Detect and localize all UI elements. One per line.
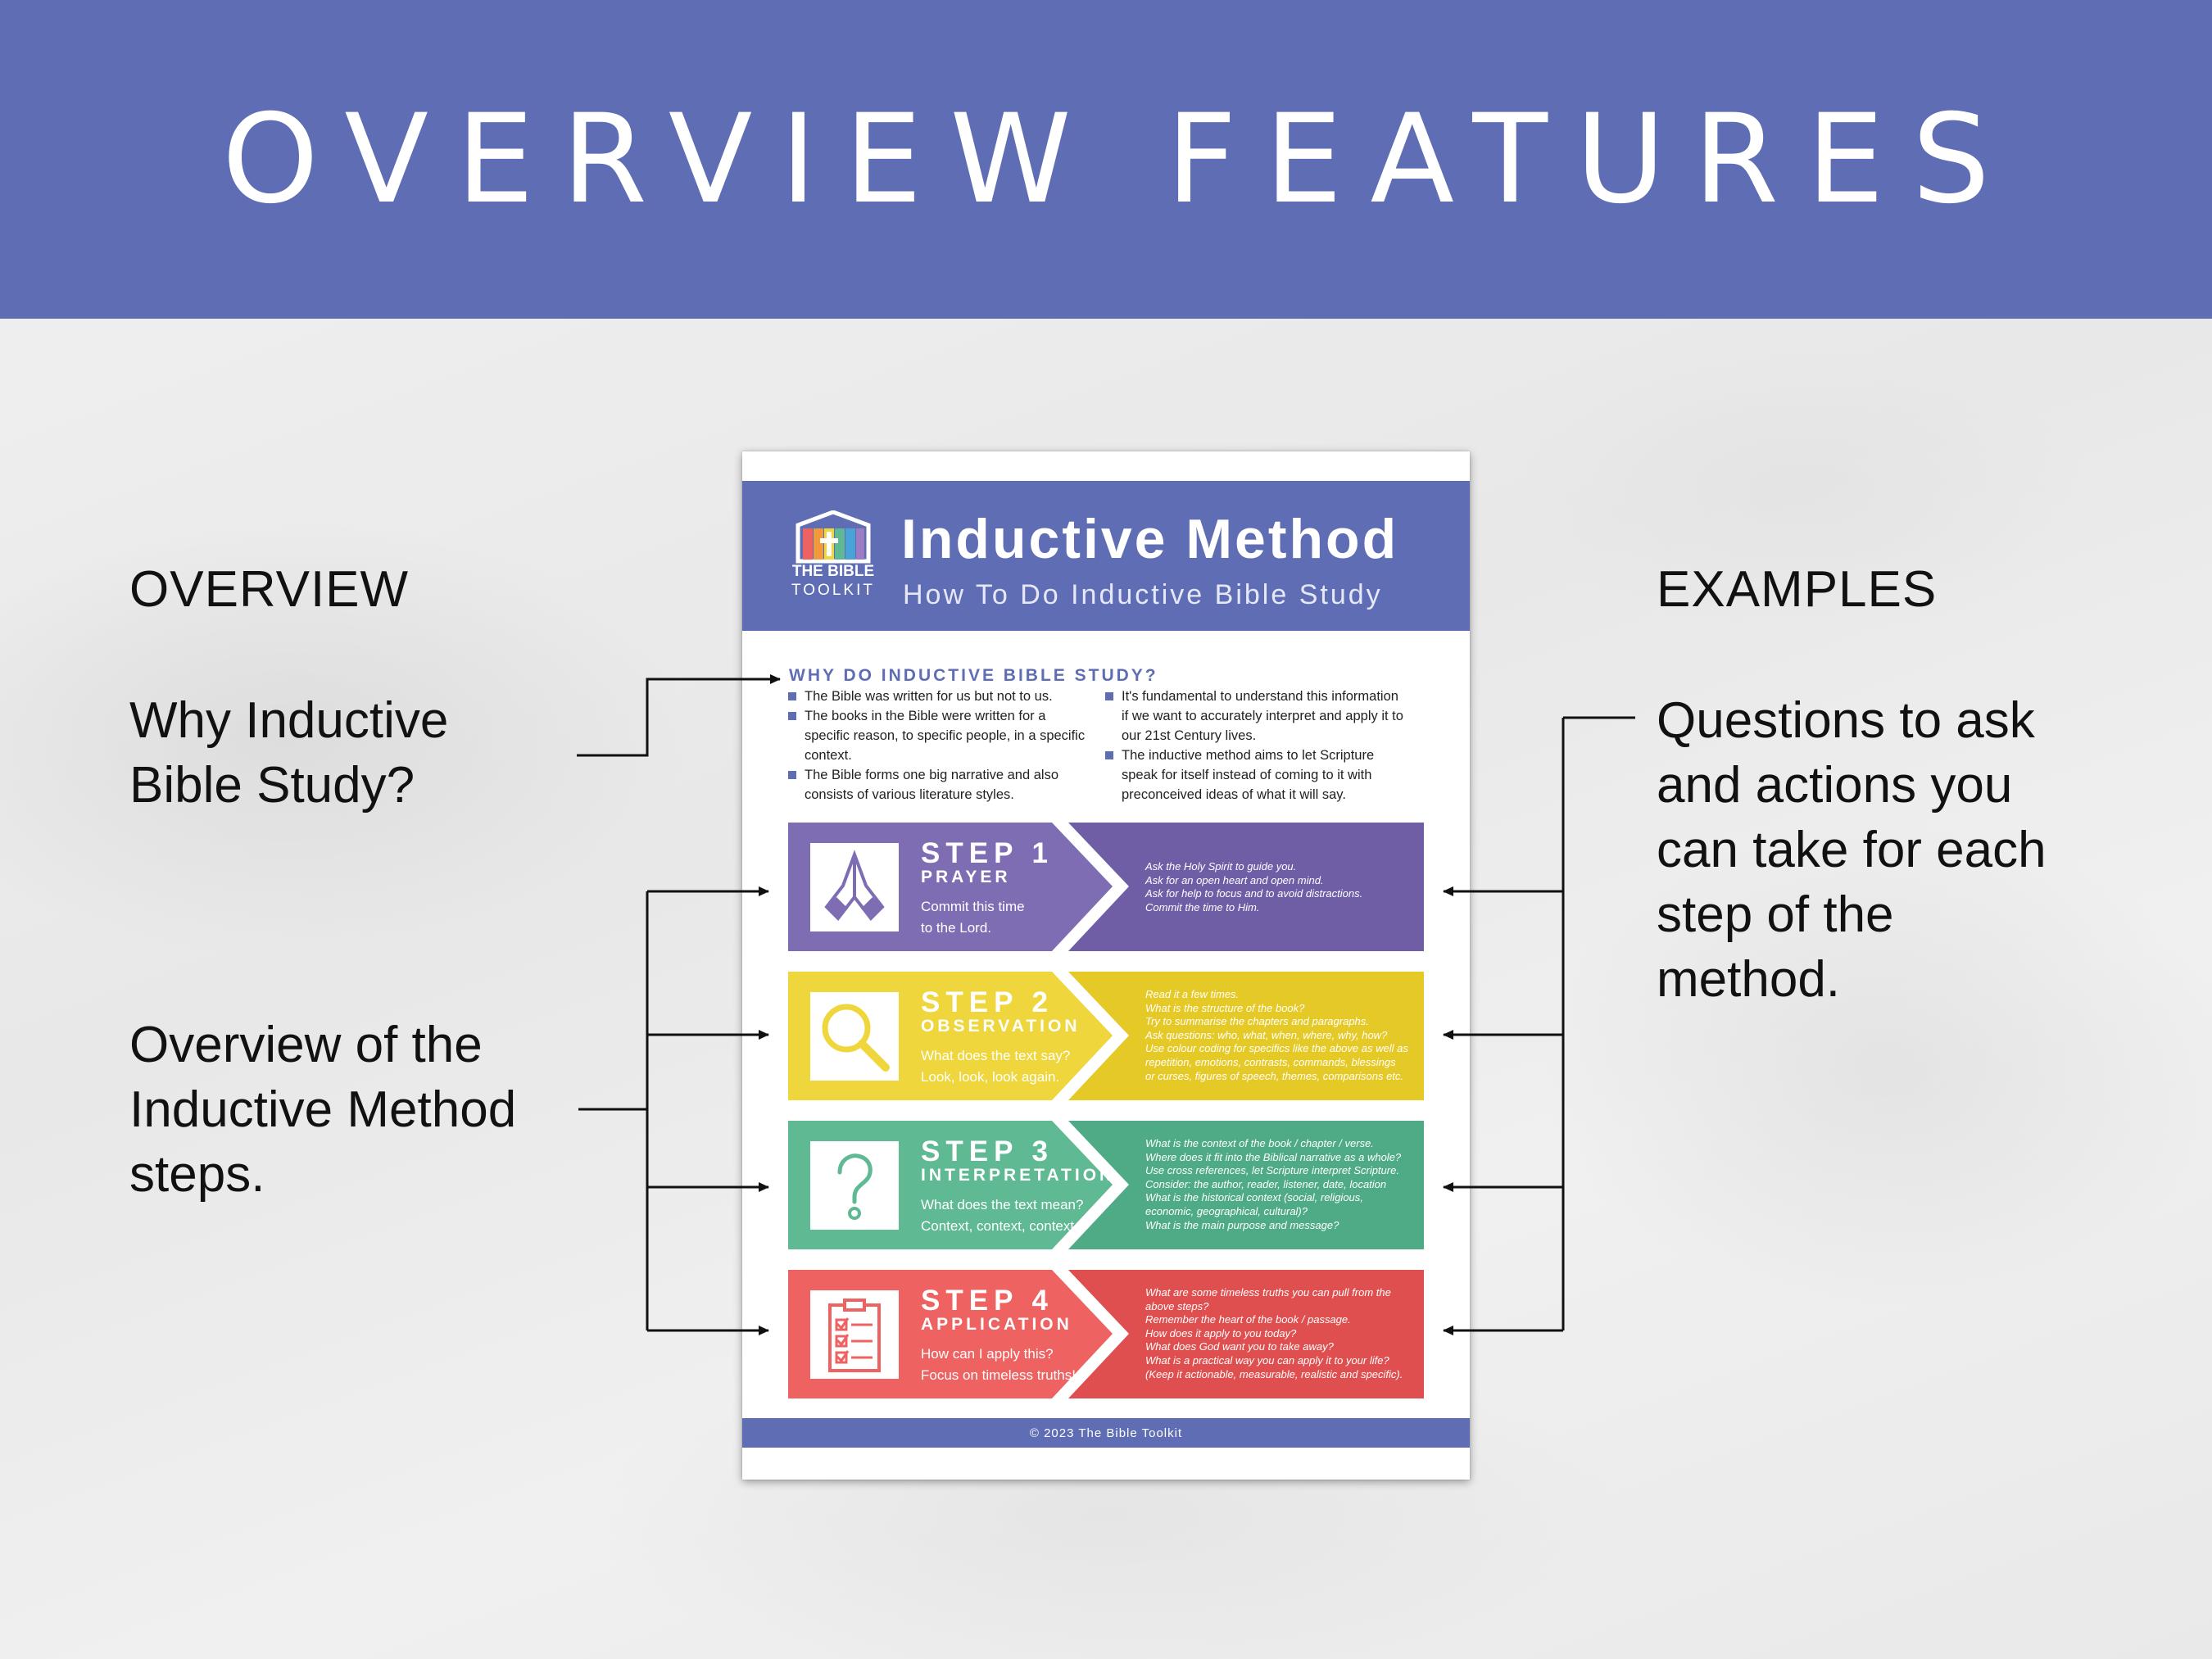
step-subtitle: Commit this time (921, 899, 1025, 914)
examples-annotation-line: method. (1657, 951, 1841, 1008)
step-icon-box (810, 843, 899, 931)
step-questions: What is the context of the book / chapte… (1145, 1137, 1416, 1232)
question-line: What is the main purpose and message? (1145, 1218, 1339, 1231)
question-line: Commit the time to Him. (1145, 900, 1260, 913)
step-number: STEP 3 (921, 1135, 1054, 1167)
question-line: What is a practical way you can apply it… (1145, 1353, 1389, 1367)
poster-footer: © 2023 The Bible Toolkit (742, 1418, 1470, 1448)
question-line: Ask for help to focus and to avoid distr… (1145, 887, 1363, 900)
steps-annotation: Overview of the Inductive Method steps. (129, 1013, 516, 1207)
question-line: Where does it fit into the Biblical narr… (1145, 1150, 1402, 1163)
question-line: repetition, emotions, contrasts, command… (1145, 1055, 1396, 1068)
step-subtitle: Focus on timeless truths! (921, 1367, 1076, 1383)
question-line: What is the context of the book / chapte… (1145, 1137, 1374, 1149)
why-bullet: The books in the Bible were written for … (786, 706, 1090, 765)
bible-toolkit-logo (796, 510, 871, 564)
poster-subtitle: How To Do Inductive Bible Study (903, 579, 1383, 610)
question-line: Ask questions: who, what, when, where, w… (1145, 1028, 1388, 1041)
step-subtitle: How can I apply this? (921, 1346, 1054, 1362)
step-questions: Ask the Holy Spirit to guide you. Ask fo… (1145, 860, 1416, 914)
step-number: STEP 2 (921, 986, 1054, 1018)
examples-annotation-line: and actions you (1657, 757, 2013, 814)
step-name: OBSERVATION (921, 1017, 1081, 1036)
logo-text-line1: THE BIBLE (791, 563, 875, 580)
why-annotation-line: Why Inductive (129, 692, 449, 749)
steps-annotation-line: Inductive Method (129, 1081, 517, 1138)
step-icon-box (810, 1141, 899, 1230)
step-subtitle: to the Lord. (921, 920, 992, 936)
magnifying-glass-icon (822, 1004, 890, 1072)
step-name: PRAYER (921, 868, 1011, 886)
why-bullet: It's fundamental to understand this info… (1104, 687, 1407, 746)
question-line: Ask the Holy Spirit to guide you. (1145, 860, 1297, 873)
step-icon-box (810, 1290, 899, 1379)
question-line: or curses, figures of speech, themes, co… (1145, 1069, 1404, 1082)
question-line: Remember the heart of the book / passage… (1145, 1313, 1351, 1326)
step-number: STEP 4 (921, 1285, 1054, 1317)
question-line: Try to summarise the chapters and paragr… (1145, 1015, 1369, 1028)
step-subtitle: Context, context, context. (921, 1218, 1078, 1234)
question-line: Use cross references, let Scripture inte… (1145, 1164, 1399, 1177)
why-column-1: The Bible was written for us but not to … (786, 687, 1090, 805)
checklist-clipboard-icon (828, 1299, 881, 1372)
why-connector (577, 674, 781, 757)
step-subtitle: Look, look, look again. (921, 1069, 1060, 1085)
step-questions: Read it a few times. What is the structu… (1145, 988, 1416, 1083)
logo-text-line2: TOOLKIT (791, 582, 875, 599)
examples-annotation-line: can take for each (1657, 822, 2047, 878)
page-title: OVERVIEW FEATURES (221, 88, 2019, 231)
step-4-card: STEP 4 APPLICATION How can I apply this?… (788, 1270, 1424, 1398)
steps-annotation-line: Overview of the (129, 1017, 483, 1073)
question-line: What does God want you to take away? (1145, 1340, 1334, 1353)
question-line: economic, geographical, cultural)? (1145, 1204, 1308, 1217)
why-annotation: Why Inductive Bible Study? (129, 688, 448, 818)
poster-title: Inductive Method (901, 508, 1399, 570)
step-name: APPLICATION (921, 1315, 1072, 1334)
why-column-2: It's fundamental to understand this info… (1104, 687, 1407, 805)
step-1-card: STEP 1 PRAYER Commit this time to the Lo… (788, 823, 1424, 951)
praying-hands-icon (824, 850, 885, 922)
step-subtitle: What does the text say? (921, 1048, 1071, 1063)
inductive-method-poster: THE BIBLE TOOLKIT Inductive Method How T… (742, 451, 1470, 1480)
header-banner: OVERVIEW FEATURES (0, 0, 2212, 319)
question-line: What is the structure of the book? (1145, 1001, 1305, 1014)
question-line: Use colour coding for specifics like the… (1145, 1042, 1408, 1055)
why-bullet: The Bible forms one big narrative and al… (786, 765, 1090, 805)
question-line: How does it apply to you today? (1145, 1326, 1297, 1339)
examples-heading: EXAMPLES (1657, 561, 1938, 618)
question-line: Ask for an open heart and open mind. (1145, 873, 1324, 886)
question-line: Consider: the author, reader, listener, … (1145, 1177, 1387, 1190)
why-annotation-line: Bible Study? (129, 757, 415, 814)
step-subtitle: What does the text mean? (921, 1197, 1084, 1213)
poster-header: THE BIBLE TOOLKIT Inductive Method How T… (742, 481, 1470, 631)
step-2-card: STEP 2 OBSERVATION What does the text sa… (788, 972, 1424, 1100)
examples-annotation-line: step of the (1657, 886, 1894, 943)
question-mark-icon (837, 1154, 873, 1220)
step-number: STEP 1 (921, 837, 1054, 869)
question-line: What is the historical context (social, … (1145, 1191, 1363, 1204)
question-line: What are some timeless truths you can pu… (1145, 1286, 1391, 1299)
step-questions: What are some timeless truths you can pu… (1145, 1286, 1416, 1381)
question-line: above steps? (1145, 1299, 1209, 1312)
question-line: Read it a few times. (1145, 988, 1240, 1000)
step-icon-box (810, 992, 899, 1081)
question-line: (Keep it actionable, measurable, realist… (1145, 1367, 1403, 1380)
step-name: INTERPRETATION (921, 1166, 1116, 1185)
examples-annotation-line: Questions to ask (1657, 692, 2035, 749)
why-bullet: The Bible was written for us but not to … (786, 687, 1090, 706)
overview-heading: OVERVIEW (129, 561, 410, 618)
steps-annotation-line: steps. (129, 1146, 265, 1203)
examples-annotation: Questions to ask and actions you can tak… (1657, 688, 2047, 1012)
why-bullet: The inductive method aims to let Scriptu… (1104, 746, 1407, 805)
step-3-card: STEP 3 INTERPRETATION What does the text… (788, 1121, 1424, 1249)
why-heading: WHY DO INDUCTIVE BIBLE STUDY? (789, 666, 1158, 685)
